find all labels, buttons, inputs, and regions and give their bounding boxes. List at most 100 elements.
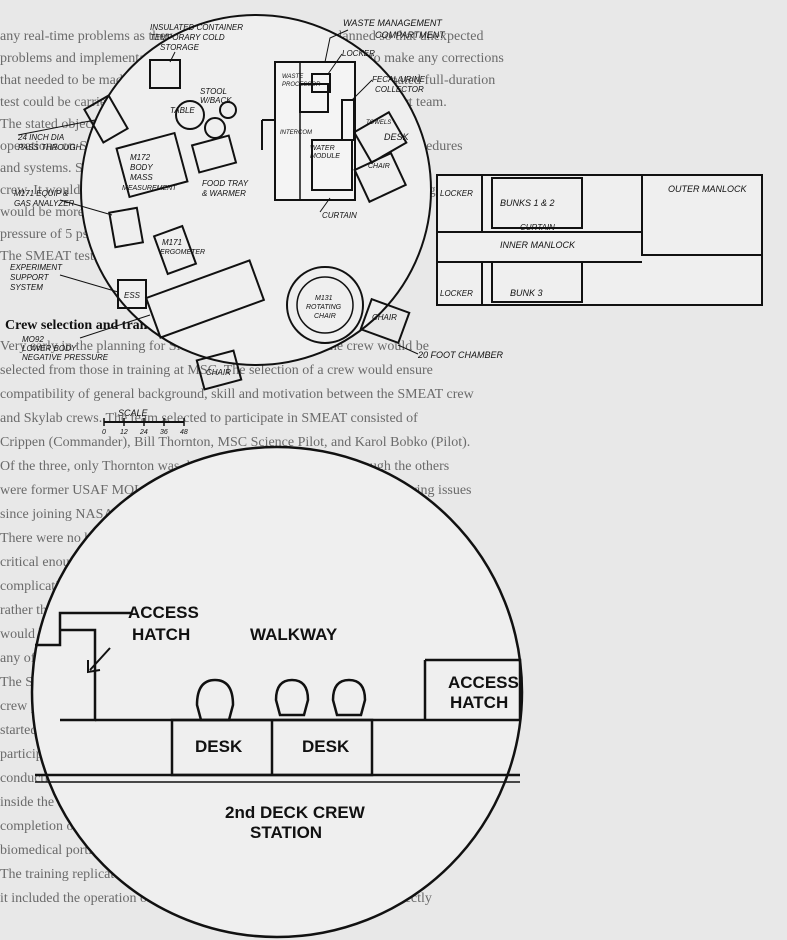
pass-through-box — [83, 94, 129, 144]
hatch-right — [425, 658, 522, 720]
scale-tick-4: 48 — [180, 429, 188, 436]
label-m131-1: M131 — [315, 295, 333, 302]
manlock-outline — [436, 174, 763, 306]
label-m131-2: ROTATING — [306, 304, 342, 311]
waste-processor-box — [299, 83, 329, 113]
scale-title: SCALE — [118, 408, 149, 418]
label-waste-1: WASTE — [282, 74, 304, 80]
m172-box — [115, 131, 189, 199]
hatch-left — [60, 628, 97, 722]
label-m172-2: BODY — [130, 163, 153, 172]
label-m172-1: M172 — [130, 153, 151, 162]
label-bunks-12: BUNKS 1 & 2 — [500, 198, 555, 208]
fecal-collector-box — [341, 99, 355, 141]
water-module-box — [311, 139, 353, 191]
label-m131-3: CHAIR — [314, 313, 336, 320]
label-m171-1: M171 — [162, 238, 182, 247]
label-insulated-container: INSULATED CONTAINER — [150, 23, 243, 32]
chair-right-box — [359, 297, 411, 345]
label-curtain-right: CURTAIN — [520, 223, 555, 232]
label-access-hatch-right-1: ACCESS — [448, 673, 519, 692]
label-ess-sys-3: SYSTEM — [10, 283, 43, 292]
label-station-2: STATION — [250, 823, 322, 842]
label-pass-through-2: PASS THROUGH — [18, 143, 82, 152]
label-chamber: 20 FOOT CHAMBER — [417, 350, 504, 360]
food-tray-box — [190, 134, 238, 174]
top-plan-labels: INSULATED CONTAINER TEMPORARY COLD STORA… — [10, 18, 748, 377]
seat-3 — [331, 678, 367, 717]
label-table: TABLE — [170, 106, 195, 115]
top-floor-plan — [80, 14, 763, 391]
background-line: compatibility of general background, ski… — [0, 388, 474, 402]
label-waste-2: PROCESSOR — [282, 82, 321, 88]
seat-1 — [195, 678, 235, 722]
label-locker-bottom: LOCKER — [440, 289, 473, 298]
label-m092-1: MO92 — [22, 335, 44, 344]
background-line: selected from those in training at MSC. … — [0, 364, 433, 378]
background-line: Crippen (Commander), Bill Thornton, MSC … — [0, 436, 471, 450]
label-desk: DESK — [384, 132, 410, 142]
label-m171-equip-1: M171 EQUIP & — [14, 189, 68, 198]
label-temporary-cold: TEMPORARY COLD — [150, 33, 225, 42]
outer-manlock-box — [641, 174, 763, 256]
label-access-hatch-left-1: ACCESS — [128, 603, 199, 622]
scale-bar: SCALE 0 12 24 36 48 — [102, 408, 188, 436]
label-m092-2: LOWER BODY — [22, 344, 77, 353]
scale-tick-1: 12 — [120, 429, 128, 436]
bunks-12-box — [491, 177, 583, 229]
scale-tick-2: 24 — [139, 429, 148, 436]
label-chair-right: CHAIR — [372, 313, 397, 322]
bottom-plan-labels: ACCESS HATCH WALKWAY ACCESS HATCH DESK D… — [128, 603, 519, 842]
label-towels: TOWELS — [366, 120, 391, 126]
table-circle — [175, 100, 205, 130]
label-fecal-1: FECAL/URINE — [372, 75, 426, 84]
rotating-chair-outer — [286, 266, 364, 344]
label-m092-3: NEGATIVE PRESSURE — [22, 353, 109, 362]
m092-lbnp-box — [144, 259, 266, 339]
scale-tick-0: 0 — [102, 429, 106, 436]
label-ess-sys-1: EXPERIMENT — [10, 263, 63, 272]
label-desk-left: DESK — [195, 737, 243, 756]
label-bunk-3: BUNK 3 — [510, 288, 543, 298]
label-intercom: INTERCOM — [280, 130, 312, 136]
label-stool: STOOL — [200, 87, 227, 96]
locker-top-box — [436, 174, 483, 233]
label-outer-manlock: OUTER MANLOCK — [668, 184, 748, 194]
chair-bottom-box — [195, 349, 243, 391]
leader-lines — [17, 29, 419, 355]
label-ess-sys-2: SUPPORT — [10, 273, 50, 282]
label-curtain: CURTAIN — [322, 211, 357, 220]
label-w-back: W/BACK — [200, 96, 232, 105]
waste-compartment-wall — [274, 61, 356, 201]
label-food-1: FOOD TRAY — [202, 179, 249, 188]
m171-ergometer-box — [152, 224, 198, 276]
label-m172-4: MEASUREMENT — [122, 185, 177, 192]
label-ess: ESS — [124, 291, 141, 300]
label-pass-through-1: 24 INCH DIA — [17, 133, 64, 142]
ess-box — [117, 279, 147, 309]
label-inner-manlock: INNER MANLOCK — [500, 240, 576, 250]
label-waste-mgmt-2: COMPARTMENT — [375, 30, 446, 40]
label-water-2: MODULE — [310, 153, 340, 160]
label-walkway: WALKWAY — [250, 625, 338, 644]
locker-bottom-box — [436, 261, 483, 306]
label-fecal-2: COLLECTOR — [375, 85, 424, 94]
label-m171-equip-2: GAS ANALYZER — [14, 199, 75, 208]
label-chair-bottom: CHAIR — [206, 368, 231, 377]
label-chair-upper: CHAIR — [368, 163, 390, 170]
towels-box — [352, 110, 408, 164]
label-water-1: WATER — [310, 145, 335, 152]
label-waste-mgmt-1: WASTE MANAGEMENT — [343, 18, 443, 28]
seat-2 — [274, 678, 310, 717]
label-food-2: & WARMER — [202, 189, 246, 198]
scale-tick-3: 36 — [160, 429, 168, 436]
label-locker: LOCKER — [342, 49, 375, 58]
m171-equip-box — [108, 206, 145, 249]
label-access-hatch-right-2: HATCH — [450, 693, 508, 712]
label-storage: STORAGE — [160, 43, 200, 52]
label-locker-top: LOCKER — [440, 189, 473, 198]
label-access-hatch-left-2: HATCH — [132, 625, 190, 644]
bunk-3-box — [491, 261, 583, 303]
label-m171-2: ERGOMETER — [160, 249, 205, 256]
